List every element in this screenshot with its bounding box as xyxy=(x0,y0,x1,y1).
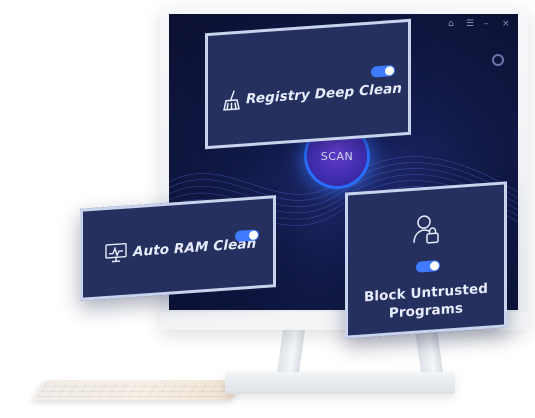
block-toggle[interactable] xyxy=(416,260,440,273)
keyboard xyxy=(32,380,244,400)
feature-card-block: Block Untrusted Programs xyxy=(345,181,507,339)
registry-toggle[interactable] xyxy=(371,64,395,78)
feature-label-registry: Registry Deep Clean xyxy=(246,80,403,108)
scan-button-label: SCAN xyxy=(320,149,354,163)
minimize-icon[interactable]: – xyxy=(484,19,489,29)
monitor-stand-base xyxy=(225,372,455,394)
home-icon[interactable]: ⌂ xyxy=(448,19,454,29)
broom-icon xyxy=(222,90,242,115)
monitor-stand-left xyxy=(276,325,306,377)
feature-card-registry: Registry Deep Clean xyxy=(205,18,411,150)
monitor-chart-icon xyxy=(105,243,127,269)
window-controls: ⌂ ☰ – × xyxy=(448,19,510,29)
close-icon[interactable]: × xyxy=(502,19,510,29)
user-lock-icon xyxy=(412,213,440,251)
menu-icon[interactable]: ☰ xyxy=(466,19,475,29)
ram-toggle[interactable] xyxy=(235,229,259,243)
feature-label-block: Block Untrusted Programs xyxy=(348,279,504,326)
feature-card-ram: Auto RAM Clean xyxy=(80,195,276,301)
settings-gear-icon[interactable] xyxy=(492,54,504,66)
